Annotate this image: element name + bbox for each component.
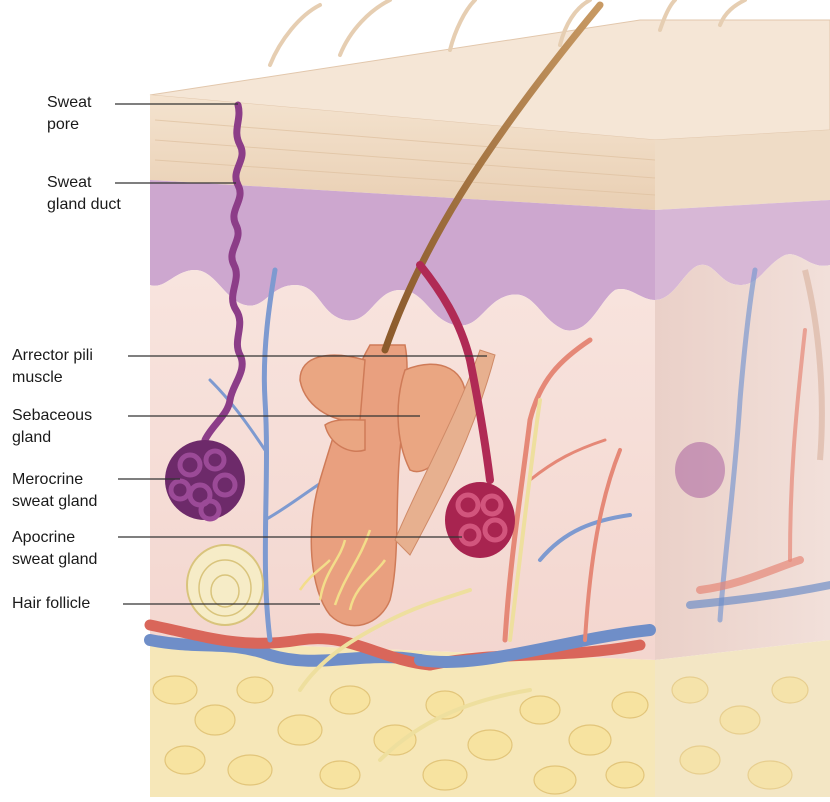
- label-sweat-gland-duct: Sweat gland duct: [47, 172, 121, 216]
- apocrine-gland-shape: [445, 482, 515, 558]
- label-merocrine-sweat-gland: Merocrine sweat gland: [12, 469, 97, 513]
- epidermis-side: [655, 130, 830, 210]
- label-arrector-pili-muscle: Arrector pili muscle: [12, 345, 93, 389]
- label-hair-follicle: Hair follicle: [12, 593, 90, 615]
- label-apocrine-sweat-gland: Apocrine sweat gland: [12, 527, 97, 571]
- label-sebaceous-gland: Sebaceous gland: [12, 405, 92, 449]
- label-sweat-pore: Sweat pore: [47, 92, 91, 136]
- merocrine-gland-shape: [165, 440, 245, 520]
- pacinian-corpuscle: [187, 545, 263, 625]
